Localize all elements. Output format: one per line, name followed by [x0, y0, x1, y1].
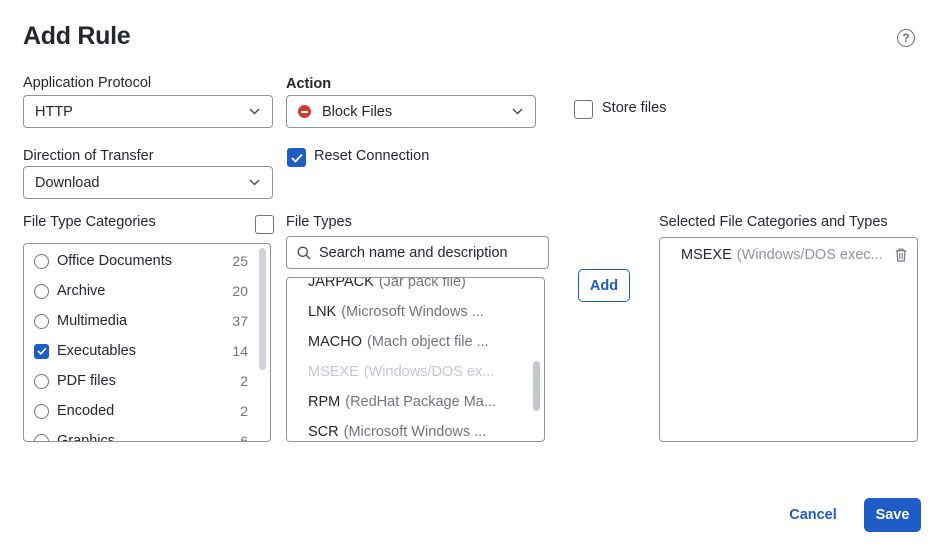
file-type-item[interactable]: LNK (Microsoft Windows ... — [308, 301, 522, 323]
file-type-desc: (Mach object file ... — [366, 334, 489, 350]
category-checkbox[interactable] — [34, 373, 49, 389]
file-type-code: LNK — [308, 304, 337, 320]
file-type-item: MSEXE (Windows/DOS ex... — [308, 361, 522, 383]
search-input[interactable] — [319, 244, 538, 261]
category-name: Archive — [57, 283, 106, 299]
file-type-code: JARPACK — [308, 277, 374, 290]
category-name: Office Documents — [57, 253, 172, 269]
store-files-label: Store files — [602, 100, 667, 116]
block-icon — [298, 105, 311, 118]
category-item[interactable]: PDF files 2 — [34, 370, 248, 392]
application-protocol-label: Application Protocol — [23, 75, 152, 91]
file-types-label: File Types — [286, 214, 352, 230]
category-checkbox[interactable] — [34, 283, 49, 299]
category-count: 25 — [232, 253, 248, 269]
file-types-search[interactable] — [286, 236, 549, 269]
category-name: PDF files — [57, 373, 116, 389]
category-name: Encoded — [57, 403, 115, 419]
category-count: 37 — [232, 313, 248, 329]
direction-value: Download — [35, 174, 100, 191]
category-checkbox[interactable] — [34, 403, 49, 419]
cancel-button[interactable]: Cancel — [789, 507, 837, 523]
chevron-down-icon — [247, 105, 261, 119]
file-type-categories-list[interactable]: Office Documents 25 Archive 20 Multimedi… — [23, 243, 271, 442]
selected-item-desc: (Windows/DOS exec... — [736, 247, 883, 263]
chevron-down-icon — [510, 105, 524, 119]
add-button[interactable]: Add — [578, 269, 630, 302]
category-count: 20 — [232, 283, 248, 299]
category-item[interactable]: Executables 14 — [34, 340, 248, 362]
search-icon — [297, 246, 311, 259]
direction-label: Direction of Transfer — [23, 148, 154, 164]
file-type-code: RPM — [308, 394, 341, 410]
category-count: 2 — [240, 373, 248, 389]
action-select[interactable]: Block Files — [286, 95, 536, 128]
direction-select[interactable]: Download — [23, 166, 273, 199]
file-type-desc: (Microsoft Windows ... — [341, 304, 484, 320]
file-type-desc: (RedHat Package Ma... — [345, 394, 496, 410]
reset-connection-checkbox[interactable] — [287, 148, 306, 167]
file-type-code: SCR — [308, 424, 339, 440]
help-glyph: ? — [902, 31, 910, 45]
select-all-categories-checkbox[interactable] — [255, 215, 274, 234]
file-type-code: MACHO — [308, 334, 362, 350]
category-count: 14 — [232, 343, 248, 359]
categories-scrollbar[interactable] — [259, 248, 266, 370]
file-types-scrollbar[interactable] — [533, 361, 540, 411]
file-type-desc: (Jar pack file) — [378, 277, 466, 290]
selected-item-code: MSEXE — [681, 247, 732, 263]
file-types-list[interactable]: JARPACK (Jar pack file) LNK (Microsoft W… — [286, 277, 545, 442]
category-name: Graphics — [57, 433, 116, 442]
category-item[interactable]: Archive 20 — [34, 280, 248, 302]
store-files-checkbox[interactable] — [574, 100, 593, 119]
category-count: 6 — [240, 433, 248, 442]
file-type-item[interactable]: RPM (RedHat Package Ma... — [308, 391, 522, 413]
category-name: Executables — [57, 343, 136, 359]
category-count: 2 — [240, 403, 248, 419]
file-type-item[interactable]: MACHO (Mach object file ... — [308, 331, 522, 353]
chevron-down-icon — [247, 176, 261, 190]
file-type-code: MSEXE — [308, 364, 359, 380]
application-protocol-value: HTTP — [35, 103, 73, 120]
category-item[interactable]: Office Documents 25 — [34, 250, 248, 272]
file-type-item[interactable]: SCR (Microsoft Windows ... — [308, 421, 522, 441]
checkmark-icon — [290, 153, 303, 163]
application-protocol-select[interactable]: HTTP — [23, 95, 273, 128]
action-value: Block Files — [322, 103, 393, 120]
category-item[interactable]: Encoded 2 — [34, 400, 248, 422]
category-item[interactable]: Multimedia 37 — [34, 310, 248, 332]
file-type-categories-label: File Type Categories — [23, 214, 156, 230]
file-type-desc: (Microsoft Windows ... — [343, 424, 487, 440]
action-label: Action — [286, 76, 332, 92]
category-checkbox[interactable] — [34, 433, 49, 441]
file-type-desc: (Windows/DOS ex... — [363, 364, 495, 380]
selected-list[interactable]: MSEXE (Windows/DOS exec... — [659, 237, 918, 442]
trash-icon[interactable] — [895, 248, 907, 262]
category-name: Multimedia — [57, 313, 128, 329]
checkmark-icon — [36, 347, 47, 355]
selected-label: Selected File Categories and Types — [659, 214, 888, 230]
category-checkbox[interactable] — [34, 253, 49, 269]
category-checkbox[interactable] — [34, 313, 49, 329]
category-checkbox[interactable] — [34, 343, 49, 359]
help-circle-icon[interactable]: ? — [897, 29, 915, 47]
file-type-item[interactable]: JARPACK (Jar pack file) — [308, 277, 522, 293]
dialog-title: Add Rule — [23, 22, 131, 50]
category-item[interactable]: Graphics 6 — [34, 430, 248, 442]
reset-connection-label: Reset Connection — [314, 148, 430, 164]
selected-item: MSEXE (Windows/DOS exec... — [681, 244, 907, 266]
save-button[interactable]: Save — [864, 498, 921, 532]
